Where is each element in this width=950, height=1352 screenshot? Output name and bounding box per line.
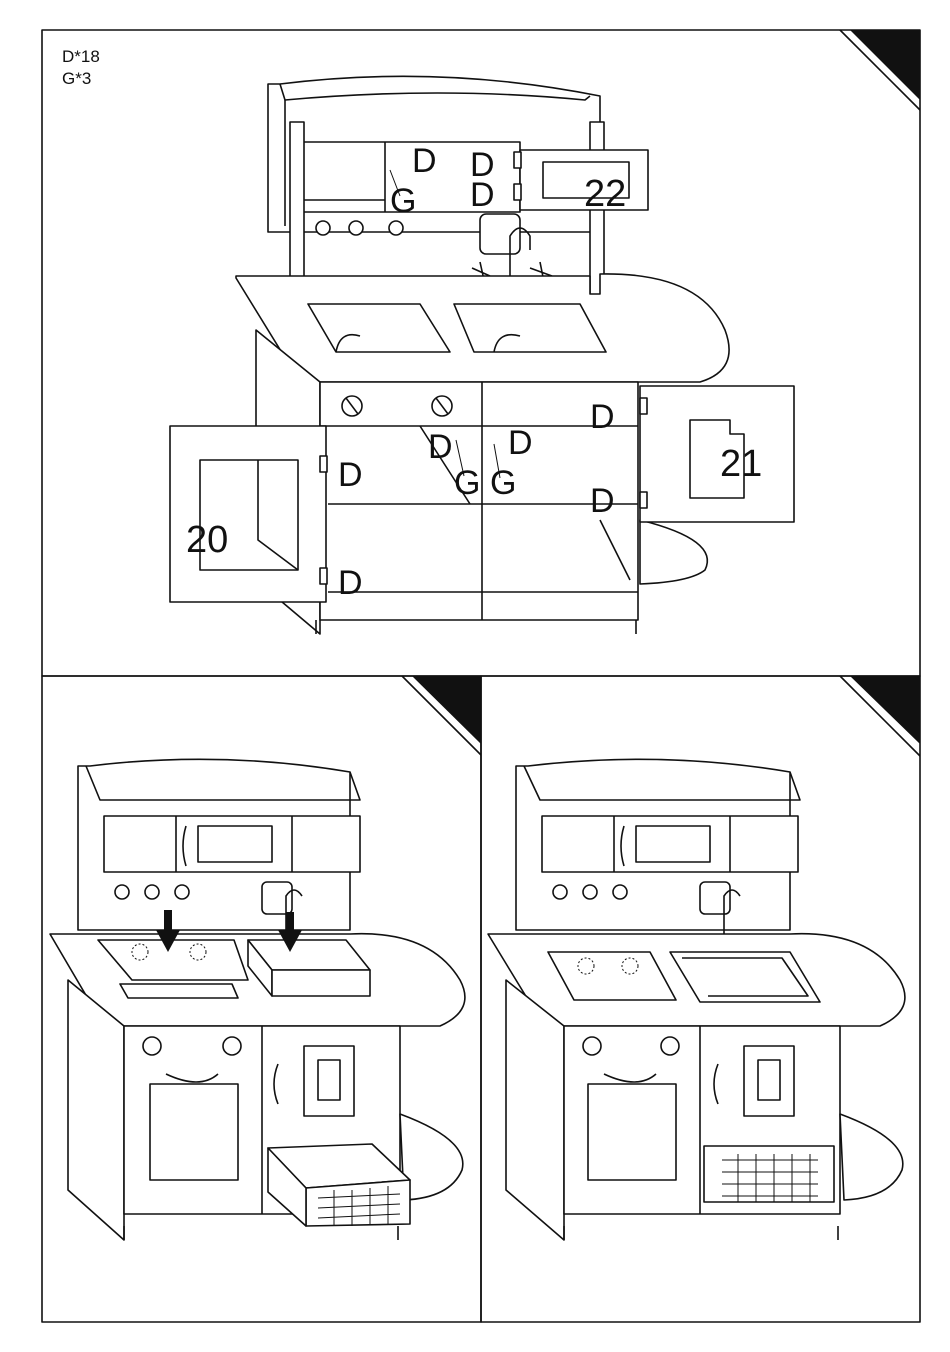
upper-door-22: 22 [520,150,648,215]
basket-icon [704,1146,834,1202]
callout-g: G [390,182,416,220]
callout-g: G [490,464,516,502]
parts-list-item: G*3 [62,69,91,88]
callout-g: G [454,464,480,502]
step-panel-bottom-right [481,676,920,1322]
right-door-21: 21 [640,386,794,522]
hook-row [115,885,189,899]
callout-d: D [590,398,615,436]
part-number-20: 20 [186,519,228,561]
left-door-20: 20 [170,426,326,602]
step-panel-bottom-left [42,676,481,1322]
parts-list-item: D*18 [62,47,100,66]
callout-d: D [412,142,437,180]
part-number-22: 22 [584,173,626,215]
callout-d: D [338,564,363,602]
callout-d: D [508,424,533,462]
kitchen-finished-view [488,759,905,1240]
step-panel-top: D*18 G*3 [42,30,920,676]
step-corner-tab [850,30,920,100]
callout-d: D [470,176,495,214]
callout-d: D [590,482,615,520]
step-corner-tab [850,676,920,744]
parts-list: D*18 G*3 [62,47,100,88]
step-corner-tab [412,676,481,744]
hook-row [316,221,403,235]
kitchen-assembly-view [50,759,465,1240]
callout-d: D [428,428,453,466]
hook-row [553,885,627,899]
part-number-21: 21 [720,443,762,485]
callout-d: D [338,456,363,494]
sink-basin [248,940,370,996]
